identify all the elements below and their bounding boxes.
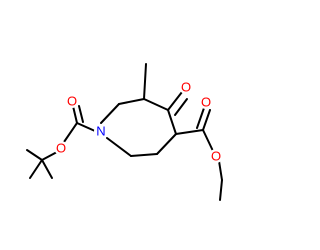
bond-ring-n-c2 — [100, 103, 120, 124]
ethyl-ester-oxygen-label: O — [211, 149, 221, 164]
ketone-oxygen-atom: O — [179, 80, 193, 95]
ketone-oxygen-label: O — [181, 80, 191, 95]
boc-carbonyl-oxygen-atom: O — [65, 94, 79, 109]
bond-tbu-methyl-2 — [29, 159, 43, 179]
bond-ring-c2-c3 — [118, 98, 145, 105]
bond-ring-c4-c5 — [167, 109, 177, 135]
ethyl-carbonyl-oxygen-atom: O — [199, 95, 213, 110]
bond-layer — [26, 63, 223, 201]
bond-methyl — [143, 63, 147, 100]
bond-boc-c-oester — [63, 122, 78, 143]
bond-ester-c-o-single — [202, 109, 211, 131]
bond-c5-ester-c — [175, 129, 204, 135]
bond-ketone-c-o — [167, 91, 183, 111]
ethyl-carbonyl-oxygen-label: O — [201, 95, 211, 110]
bond-ring-c7-n — [106, 137, 132, 157]
bond-ch2-ch3 — [219, 179, 223, 201]
structure-diagram: N O O O O O — [26, 63, 223, 201]
bond-ring-c5-c6 — [156, 133, 177, 155]
bond-boc-oester-ctert — [41, 151, 58, 161]
bond-ester-c-o-double — [196, 107, 205, 129]
bond-tbu-methyl-1 — [26, 149, 43, 161]
bond-ring-c6-c7 — [130, 153, 158, 157]
bond-ring-c3-c4 — [143, 98, 169, 111]
bond-boc-c-o-double — [78, 105, 84, 123]
bond-boc-c-o-single — [72, 105, 78, 124]
bond-oether-ch2 — [218, 160, 223, 181]
bond-tbu-methyl-3 — [41, 159, 53, 179]
nitrogen-label: N — [96, 124, 105, 139]
boc-ester-oxygen-label: O — [56, 141, 66, 156]
bond-ester-c-oether — [202, 129, 214, 152]
nitrogen-atom: N — [94, 124, 108, 139]
bond-ketone-c-o-double — [174, 98, 188, 116]
atom-label-layer: N O O O O O — [54, 80, 223, 164]
boc-carbonyl-oxygen-label: O — [67, 94, 77, 109]
ethyl-ester-oxygen-atom: O — [209, 149, 223, 164]
boc-ester-oxygen-atom: O — [54, 141, 68, 156]
bond-n-carbonyl — [76, 122, 96, 132]
